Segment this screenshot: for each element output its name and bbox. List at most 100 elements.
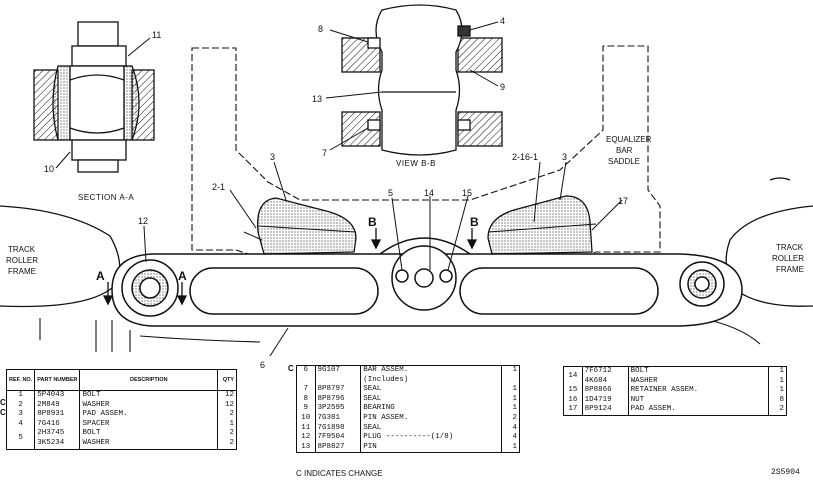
cell-desc: WASHER bbox=[79, 438, 219, 450]
cell-ref: 7 bbox=[296, 385, 316, 395]
cell-part: 7F9504 bbox=[315, 433, 362, 443]
track-left-line3: FRAME bbox=[8, 267, 36, 276]
drawing-number: 2S5904 bbox=[771, 468, 800, 477]
section-marker-b-right: B bbox=[470, 215, 479, 229]
cell-qty: 1 bbox=[512, 404, 517, 413]
leader-lines bbox=[143, 161, 623, 357]
cell-part: 8P8827 bbox=[315, 442, 362, 453]
cell-qty: 2 bbox=[229, 410, 234, 419]
table-row: (Includes) bbox=[296, 375, 520, 386]
cell-qty: 1 bbox=[512, 385, 517, 394]
cell-desc: RETAINER ASSEM. bbox=[628, 386, 769, 396]
cell-ref: 15 bbox=[563, 386, 583, 396]
cell-ref: 3 bbox=[6, 410, 36, 420]
callout-10: 10 bbox=[44, 164, 54, 174]
callout-4: 4 bbox=[500, 16, 505, 26]
track-right-line2: ROLLER bbox=[772, 254, 804, 263]
cell-desc: BOLT bbox=[628, 366, 769, 377]
cell-desc: BOLT bbox=[79, 390, 219, 401]
callout-3-left: 3 bbox=[270, 152, 275, 162]
callout-2-1: 2-1 bbox=[212, 182, 225, 192]
cell-desc: BAR ASSEM. bbox=[360, 365, 502, 376]
cell-part: 8P8866 bbox=[582, 386, 629, 396]
cell-ref: 13 bbox=[296, 442, 316, 453]
cell-ref: 1 bbox=[6, 390, 36, 401]
cell-ref: 17 bbox=[563, 405, 583, 416]
track-left-line1: TRACK bbox=[8, 245, 36, 254]
cell-part: 8P8796 bbox=[315, 394, 362, 405]
section-aa-view bbox=[33, 21, 155, 173]
section-aa-label: SECTION A-A bbox=[78, 193, 134, 202]
cell-qty: 4 bbox=[512, 433, 517, 442]
cell-qty: 2 bbox=[229, 438, 234, 447]
change-footnote: C INDICATES CHANGE bbox=[296, 469, 383, 478]
header-desc: DESCRIPTION bbox=[79, 369, 219, 391]
track-left-line2: ROLLER bbox=[6, 256, 38, 265]
cell-ref bbox=[296, 375, 316, 386]
cell-qty: 1 bbox=[512, 442, 517, 451]
cell-part bbox=[315, 375, 362, 386]
cell-qty: 2 bbox=[229, 429, 234, 438]
cell-desc: PAD ASSEM. bbox=[628, 405, 769, 416]
cell-qty: 1 bbox=[779, 386, 784, 395]
equalizer-label-line2: BAR bbox=[616, 146, 633, 155]
cell-part: 1D4719 bbox=[582, 395, 629, 406]
cell-desc: SPACER bbox=[79, 419, 219, 430]
cell-desc: PIN bbox=[360, 442, 502, 453]
track-roller-frame-left bbox=[0, 205, 121, 308]
callout-9: 9 bbox=[500, 82, 505, 92]
cell-qty: 1 bbox=[779, 376, 784, 385]
cell-desc: NUT bbox=[628, 395, 769, 406]
header-qty: QTY bbox=[217, 369, 237, 391]
cell-qty: 12 bbox=[224, 391, 234, 399]
cell-desc: PLUG ----------(1/8) bbox=[360, 433, 502, 443]
cell-qty: 1 bbox=[512, 394, 517, 403]
cell-part: 7F6712 bbox=[582, 366, 629, 377]
cell-ref: 12 bbox=[296, 433, 316, 443]
section-marker-a-left: A bbox=[96, 269, 105, 283]
cell-part: 7G416 bbox=[34, 419, 81, 430]
callout-12: 12 bbox=[138, 216, 148, 226]
track-right-line1: TRACK bbox=[776, 243, 804, 252]
view-bb-label: VIEW B-B bbox=[396, 159, 436, 168]
cell-qty: 1 bbox=[779, 367, 784, 375]
cell-part: 2H3745 bbox=[34, 429, 81, 439]
change-marker-row2: C bbox=[0, 408, 6, 417]
cell-qty: 2 bbox=[512, 413, 517, 422]
change-marker-row1: C bbox=[0, 398, 6, 407]
section-marker-a-right: A bbox=[178, 269, 187, 283]
cell-part: 8P8797 bbox=[315, 385, 362, 395]
callout-3-right: 3 bbox=[562, 152, 567, 162]
cell-desc: WASHER bbox=[79, 400, 219, 411]
cell-desc: BOLT bbox=[79, 429, 219, 439]
pad-assembly-right bbox=[487, 195, 597, 255]
cell-qty: 4 bbox=[512, 423, 517, 432]
callout-14: 14 bbox=[424, 188, 434, 198]
cell-part: 7G381 bbox=[315, 413, 362, 424]
track-right-line3: FRAME bbox=[776, 265, 804, 274]
cell-ref: 16 bbox=[563, 395, 583, 406]
callout-15: 15 bbox=[462, 188, 472, 198]
cell-ref: 11 bbox=[296, 423, 316, 434]
change-marker-t2-row1: C bbox=[288, 364, 294, 373]
cell-ref: 9 bbox=[296, 404, 316, 414]
cell-ref: 14 bbox=[563, 366, 583, 387]
cell-part: 8P9124 bbox=[582, 405, 629, 416]
cell-qty: 2 bbox=[779, 405, 784, 414]
equalizer-bar bbox=[111, 237, 743, 327]
table-header: REF. NO. PART NUMBER DESCRIPTION QTY bbox=[6, 369, 237, 391]
